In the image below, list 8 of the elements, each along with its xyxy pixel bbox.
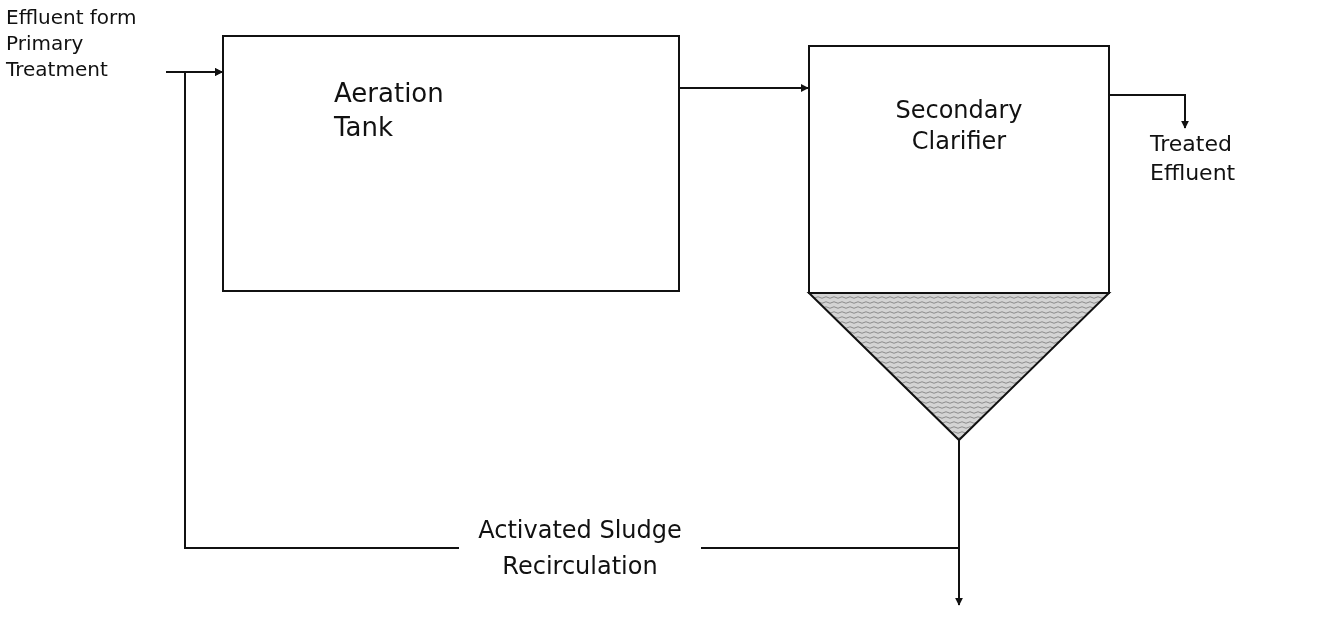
node-label: Aeration Tank	[334, 77, 444, 144]
tank-box	[222, 35, 680, 292]
clarifier-tank	[808, 45, 1110, 440]
node-label: Effluent form Primary Treatment	[6, 4, 138, 82]
node-label: Treated Effluent	[1150, 130, 1237, 187]
flow-arrow	[1109, 94, 1189, 129]
node-label: Secondary Clarifier	[894, 95, 1024, 158]
flow-arrow	[679, 84, 809, 92]
